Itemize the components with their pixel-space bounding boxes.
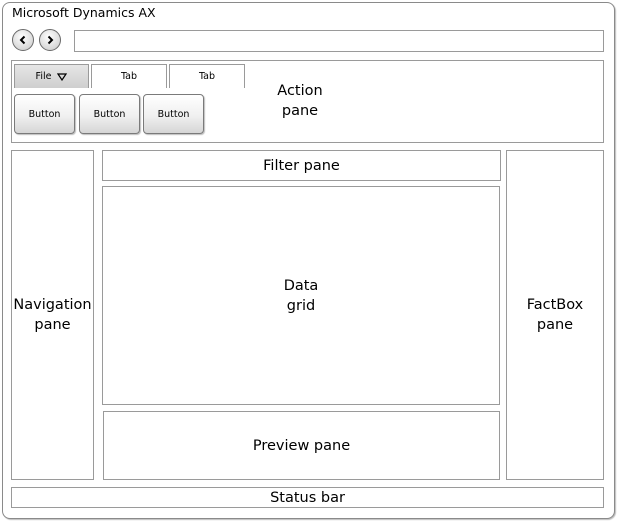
filter-pane: Filter pane <box>102 150 501 181</box>
chevron-left-icon <box>19 35 26 45</box>
filter-pane-label: Filter pane <box>263 157 340 174</box>
action-pane-label-line1: Action <box>277 83 323 99</box>
action-button-3-label: Button <box>157 108 190 120</box>
factbox-pane: FactBox pane <box>506 150 604 480</box>
chevron-right-icon <box>47 35 54 45</box>
navigation-pane: Navigation pane <box>11 150 94 480</box>
data-grid: Data grid <box>102 186 500 405</box>
window-title: Microsoft Dynamics AX <box>12 5 156 20</box>
action-button-1[interactable]: Button <box>14 94 75 134</box>
tab-third[interactable]: Tab <box>169 64 245 88</box>
navigation-pane-line1: Navigation <box>13 297 92 313</box>
status-bar-label: Status bar <box>270 489 345 506</box>
address-bar[interactable] <box>74 30 604 52</box>
back-button[interactable] <box>12 29 34 51</box>
status-bar: Status bar <box>11 487 604 508</box>
preview-pane-label: Preview pane <box>252 437 351 454</box>
factbox-pane-line1: FactBox <box>526 297 584 313</box>
action-pane-label-line2: pane <box>281 103 319 119</box>
action-button-2[interactable]: Button <box>79 94 140 134</box>
preview-pane: Preview pane <box>103 411 500 480</box>
action-button-1-label: Button <box>28 108 61 120</box>
forward-button[interactable] <box>39 29 61 51</box>
data-grid-line2: grid <box>286 297 316 314</box>
down-triangle-icon <box>57 72 68 81</box>
action-pane-label: Action pane <box>250 80 350 122</box>
tab-file[interactable]: File <box>14 64 89 88</box>
tab-third-label: Tab <box>198 71 216 82</box>
navigation-pane-line2: pane <box>34 317 71 333</box>
tab-second-label: Tab <box>120 71 138 82</box>
action-button-3[interactable]: Button <box>143 94 204 134</box>
tab-second[interactable]: Tab <box>91 64 167 88</box>
data-grid-line1: Data <box>283 277 319 294</box>
tab-file-label: File <box>35 71 52 82</box>
factbox-pane-line2: pane <box>536 317 574 333</box>
action-button-2-label: Button <box>93 108 126 120</box>
